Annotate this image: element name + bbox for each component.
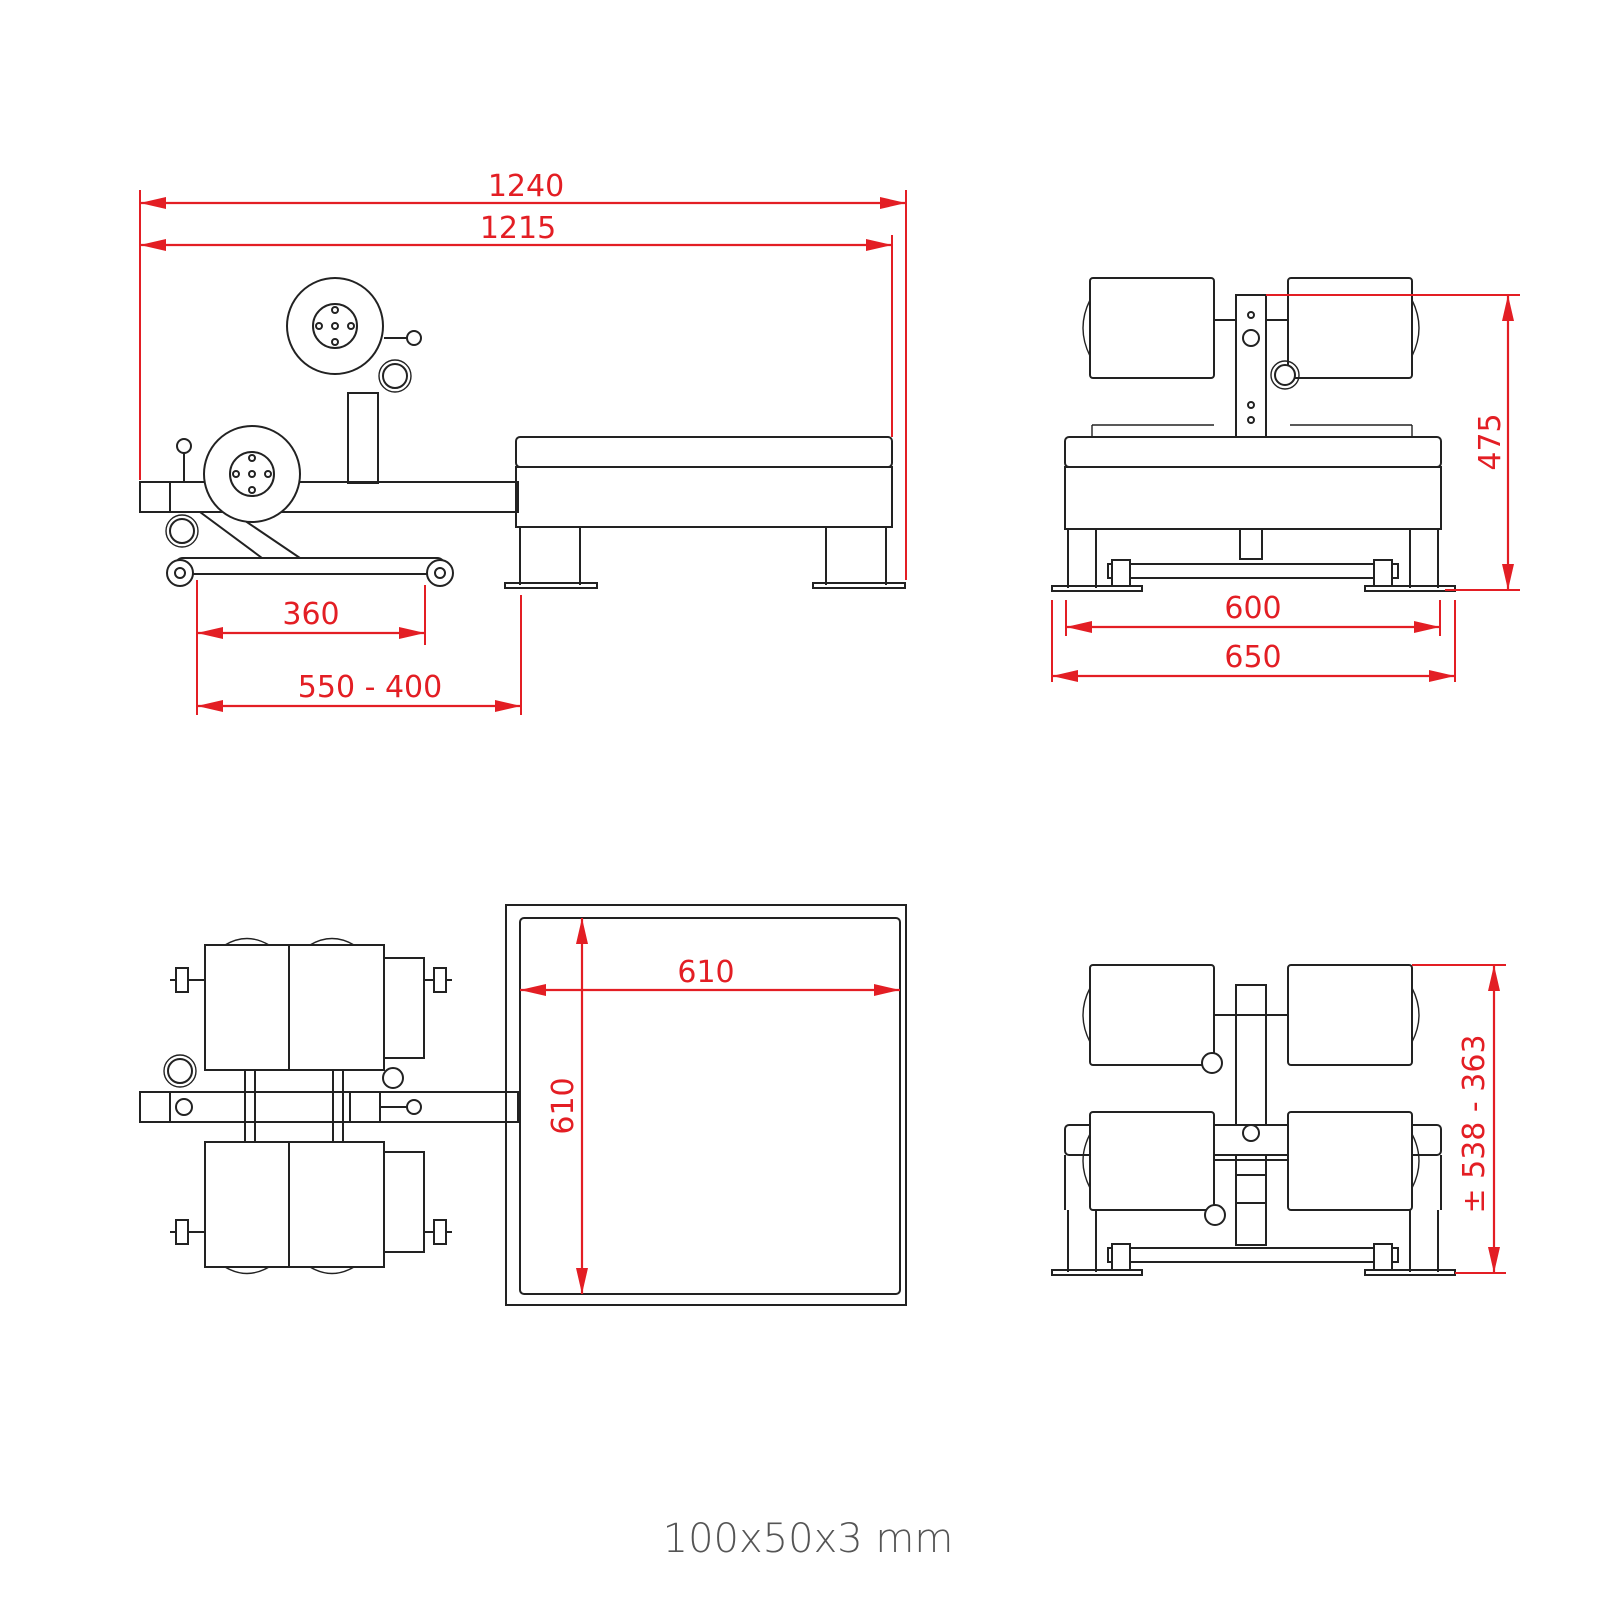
dimension-1215: 1215 <box>480 211 556 246</box>
front-view-dimensions <box>1051 294 1520 682</box>
rear-view <box>1051 964 1456 1276</box>
dimension-360: 360 <box>282 597 339 632</box>
dimension-550-400: 550 - 400 <box>298 670 442 705</box>
side-view <box>139 277 906 589</box>
top-view-dimensions <box>520 918 900 1294</box>
front-view <box>1051 277 1456 592</box>
top-view <box>139 904 907 1306</box>
dimension-610-width: 610 <box>677 955 734 990</box>
dimension-1240: 1240 <box>488 169 564 204</box>
dimension-height-range: ± 538 - 363 <box>1457 1034 1492 1213</box>
dimension-475: 475 <box>1473 413 1508 470</box>
dimension-650: 650 <box>1224 640 1281 675</box>
dimension-600: 600 <box>1224 591 1281 626</box>
tube-spec-caption: 100x50x3 mm <box>663 1516 954 1562</box>
rear-view-dimensions <box>1412 964 1506 1274</box>
side-view-dimensions <box>139 190 907 715</box>
dimension-610-length: 610 <box>546 1077 581 1134</box>
